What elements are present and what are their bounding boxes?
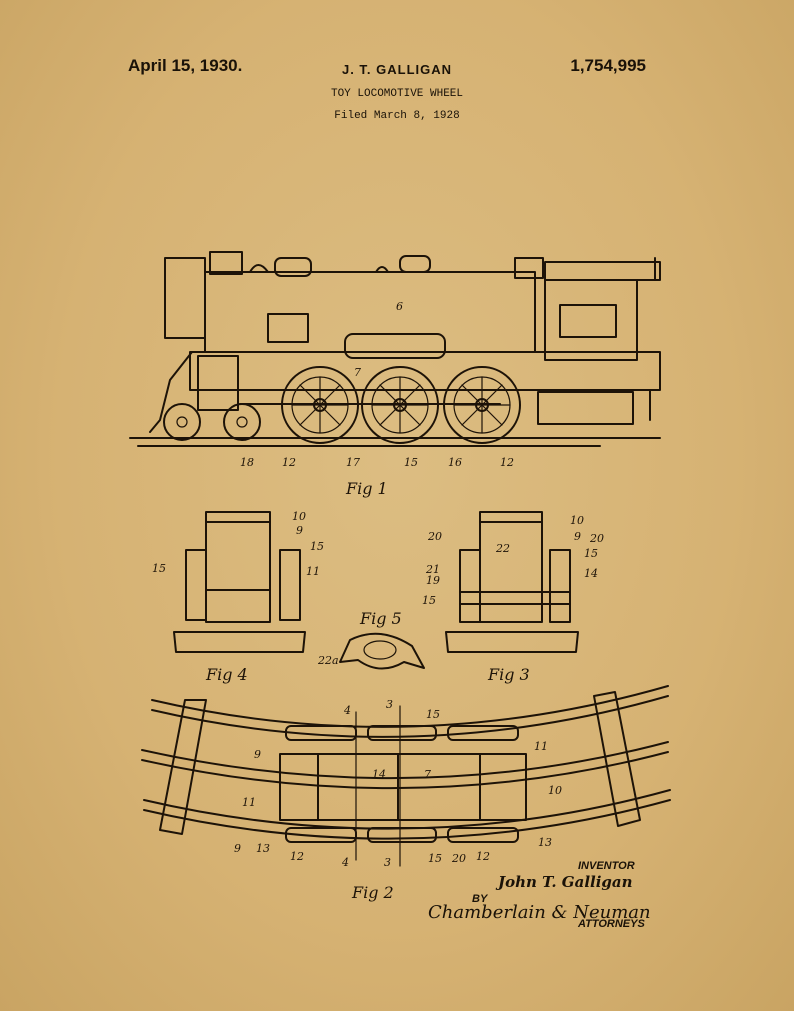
fig2-ref-3b: 3 (384, 856, 391, 869)
fig2-ref-3a: 3 (386, 698, 393, 711)
fig4-ref-9: 9 (296, 524, 303, 537)
fig4-ref-15b: 15 (152, 562, 166, 575)
attorney-signature: Chamberlain & Neuman (428, 902, 651, 923)
fig2-ref-14: 14 (372, 768, 386, 781)
fig1-ref-18: 18 (240, 456, 254, 469)
fig5-bearing: Fig 5 22a (317, 609, 425, 670)
fig2-ref-13b: 13 (538, 836, 552, 849)
fig4-end-view: 10 9 15 15 11 Fig 4 (152, 510, 324, 684)
fig2-ref-4b: 4 (341, 856, 349, 869)
fig1-driving-wheels (281, 366, 521, 444)
fig3-ref-22: 22 (495, 542, 510, 555)
fig2-ref-20: 20 (451, 852, 466, 865)
fig3-ref-19: 19 (426, 574, 440, 587)
fig2-ref-7: 7 (424, 768, 431, 781)
fig3-ref-9: 9 (574, 530, 581, 543)
fig5-label: Fig 5 (359, 609, 402, 628)
fig3-ref-10: 10 (570, 514, 584, 527)
fig2-ref-11b: 11 (242, 796, 256, 809)
fig4-ref-11: 11 (306, 565, 320, 578)
fig3-ref-14: 14 (584, 567, 598, 580)
inventor-name-header: J. T. GALLIGAN (341, 62, 453, 77)
fig1-ref-16: 16 (448, 456, 462, 469)
fig2-ref-12a: 12 (290, 850, 304, 863)
fig2-ref-15b: 15 (428, 852, 442, 865)
fig4-ref-15a: 15 (310, 540, 324, 553)
fig2-top-view: 4 3 15 9 11 14 7 10 11 9 13 12 4 3 15 20… (141, 685, 671, 902)
fig3-ref-15b: 15 (422, 594, 436, 607)
fig1-locomotive: 6 7 18 12 17 15 16 12 Fig 1 (129, 251, 661, 498)
attorneys-label: ATTORNEYS (578, 918, 645, 930)
fig3-section-view: 10 9 20 20 22 15 21 19 14 15 Fig 3 (422, 511, 604, 684)
fig2-ref-13a: 13 (256, 842, 270, 855)
patent-date: April 15, 1930. (128, 56, 243, 75)
inventor-label: INVENTOR (578, 860, 635, 872)
fig1-ref-17: 17 (346, 456, 360, 469)
fig1-label: Fig 1 (345, 479, 388, 498)
fig5-ref-22a: 22a (317, 654, 339, 667)
fig1-ref-12b: 12 (500, 456, 514, 469)
fig3-ref-20b: 20 (427, 530, 442, 543)
patent-number: 1,754,995 (570, 56, 646, 75)
fig2-ref-15a: 15 (426, 708, 440, 721)
fig3-label: Fig 3 (487, 665, 530, 684)
fig4-ref-10: 10 (292, 510, 306, 523)
fig2-label: Fig 2 (351, 883, 394, 902)
patent-title: TOY LOCOMOTIVE WHEEL (330, 88, 464, 100)
fig2-ref-10: 10 (548, 784, 562, 797)
fig2-ref-4a: 4 (343, 704, 351, 717)
fig2-ref-12b: 12 (476, 850, 490, 863)
fig3-ref-21: 21 (425, 563, 440, 576)
fig2-ref-11a: 11 (534, 740, 548, 753)
by-label: BY (472, 893, 488, 905)
fig1-ref-7: 7 (354, 366, 361, 379)
fig3-ref-15a: 15 (584, 547, 598, 560)
fig1-ref-6: 6 (396, 300, 403, 313)
filed-date: Filed March 8, 1928 (334, 110, 460, 122)
fig2-ref-9a: 9 (254, 748, 261, 761)
fig1-ref-12: 12 (282, 456, 296, 469)
inventor-signature: John T. Galligan (498, 873, 633, 891)
fig3-ref-20a: 20 (589, 532, 604, 545)
fig4-label: Fig 4 (205, 665, 248, 684)
fig1-ref-15: 15 (404, 456, 418, 469)
fig2-ref-9b: 9 (234, 842, 241, 855)
